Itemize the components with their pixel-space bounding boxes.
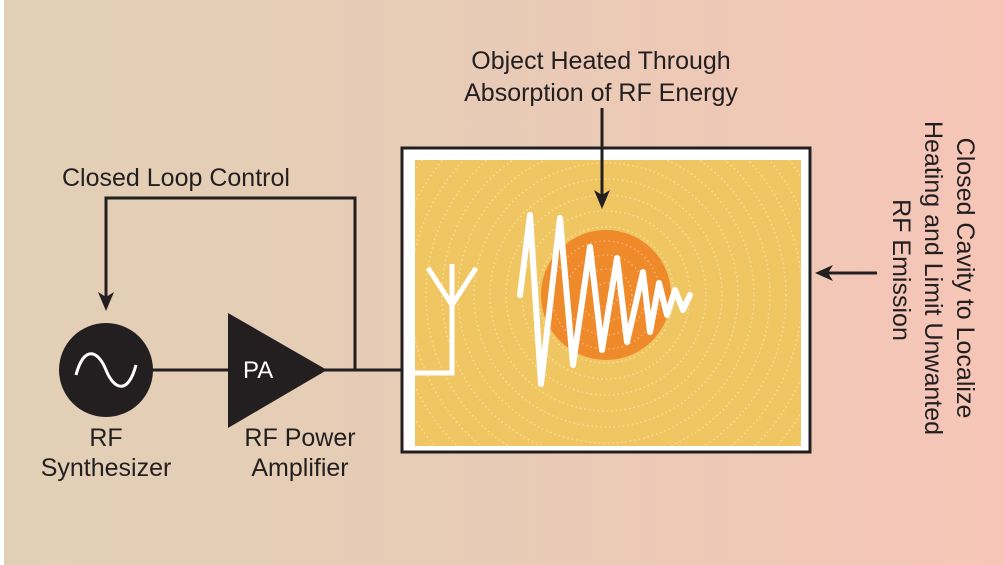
object-label-line1: Object Heated Through bbox=[471, 47, 730, 75]
cavity-label-line3: RF Emission bbox=[887, 199, 915, 341]
feedback-loop-line bbox=[104, 196, 357, 369]
power-amplifier: PA bbox=[228, 313, 327, 428]
closed-loop-label: Closed Loop Control bbox=[62, 164, 290, 192]
field-ring bbox=[425, 160, 787, 446]
rf-synthesizer bbox=[59, 323, 153, 417]
synthesizer-label-line2: Synthesizer bbox=[41, 454, 172, 482]
field-ring bbox=[505, 194, 707, 396]
antenna-feed bbox=[412, 264, 455, 376]
cavity-label-line2: Heating and Limit Unwanted bbox=[919, 121, 947, 435]
heated-object bbox=[541, 230, 671, 360]
rf-wave bbox=[517, 212, 693, 387]
sine-wave-icon bbox=[74, 352, 138, 388]
page-edge bbox=[0, 0, 4, 565]
triangle-amplifier-icon bbox=[228, 313, 327, 428]
pa-symbol-label: PA bbox=[243, 357, 273, 384]
field-ring bbox=[473, 162, 739, 428]
synthesizer-label-line1: RF bbox=[89, 424, 122, 452]
closed-cavity bbox=[400, 146, 812, 454]
field-ring bbox=[489, 178, 723, 412]
cavity-label-line1: Closed Cavity to Localize bbox=[951, 138, 979, 419]
object-label-line2: Absorption of RF Energy bbox=[464, 79, 738, 107]
object-arrowhead bbox=[594, 190, 610, 209]
field-ring bbox=[441, 160, 771, 446]
amplifier-label-line2: Amplifier bbox=[251, 454, 348, 482]
amplifier-label-line1: RF Power bbox=[244, 424, 355, 452]
cavity-arrowhead bbox=[815, 265, 833, 281]
feedback-arrowhead bbox=[98, 292, 114, 311]
